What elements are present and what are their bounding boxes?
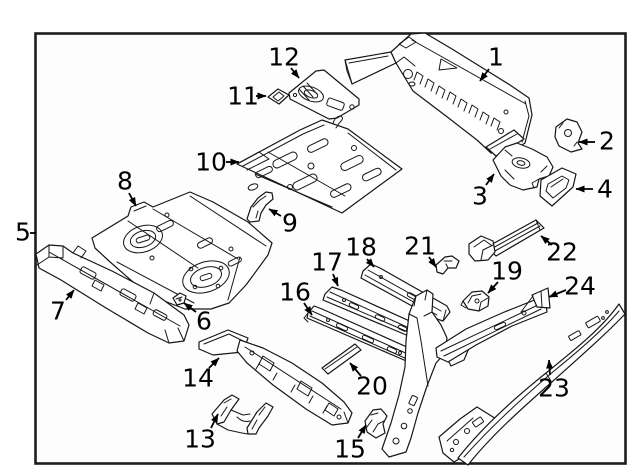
callout-19-leader-line	[487, 281, 499, 294]
callout-1-leader-line	[479, 68, 490, 82]
callout-12[interactable]: 12	[268, 43, 300, 79]
callout-6-number[interactable]: 6	[196, 307, 212, 336]
part-1-rear-beam	[344, 32, 533, 157]
callout-20-number[interactable]: 20	[356, 372, 388, 401]
part-4-plate	[539, 167, 577, 207]
clip-hook	[332, 115, 343, 129]
callout-6[interactable]: 6	[183, 302, 212, 336]
callout-13-leader-line	[210, 413, 219, 429]
callout-10-number[interactable]: 10	[195, 148, 227, 177]
callout-17-leader-line	[331, 273, 339, 287]
callout-1-number[interactable]: 1	[488, 43, 504, 72]
callout-13-number[interactable]: 13	[184, 425, 216, 454]
callout-3[interactable]: 3	[472, 173, 495, 211]
part-15-bracket	[364, 408, 388, 439]
callout-15-leader-line	[357, 424, 367, 439]
part-20-strip	[321, 343, 362, 375]
callout-20-leader-line	[349, 362, 362, 377]
callout-23-leader-line	[546, 359, 554, 376]
callout-18[interactable]: 18	[345, 233, 377, 268]
callout-18-number[interactable]: 18	[345, 233, 377, 262]
callout-16-leader-line	[303, 302, 313, 316]
callout-22-leader-line	[540, 235, 553, 246]
part-22-rail	[468, 219, 545, 262]
part-21-bracket	[435, 255, 460, 275]
callout-12-number[interactable]: 12	[268, 43, 300, 72]
callout-24-leader-line	[548, 289, 567, 298]
callout-4-number[interactable]: 4	[597, 175, 613, 204]
callout-7[interactable]: 7	[50, 289, 75, 326]
callout-4[interactable]: 4	[575, 175, 613, 204]
callout-22-number[interactable]: 22	[546, 238, 578, 267]
callout-17[interactable]: 17	[311, 248, 343, 287]
callout-13[interactable]: 13	[184, 413, 219, 454]
callout-11[interactable]: 11	[227, 82, 267, 111]
callout-10[interactable]: 10	[195, 148, 240, 177]
callout-2-number[interactable]: 2	[599, 127, 615, 156]
callout-16[interactable]: 16	[279, 278, 313, 316]
callout-3-leader-line	[485, 173, 495, 186]
callout-9-number[interactable]: 9	[282, 209, 298, 238]
callout-18-leader-line	[365, 258, 375, 268]
part-23-side-member-outer	[438, 303, 626, 466]
callout-23[interactable]: 23	[538, 359, 570, 403]
callout-15-number[interactable]: 15	[334, 435, 366, 464]
callout-1[interactable]: 1	[479, 43, 504, 82]
callout-24[interactable]: 24	[548, 272, 596, 301]
callout-5[interactable]: 5	[15, 218, 36, 247]
callout-8-leader-line	[128, 192, 137, 207]
callout-14[interactable]: 14	[182, 357, 220, 393]
part-14-cross-member	[198, 329, 353, 426]
parts-linework	[35, 32, 626, 466]
callout-11-number[interactable]: 11	[227, 82, 259, 111]
callout-15[interactable]: 15	[334, 424, 367, 464]
part-24-side-member-inner	[381, 287, 551, 458]
part-11-bracket	[267, 88, 290, 105]
callout-3-number[interactable]: 3	[472, 182, 488, 211]
callout-19-number[interactable]: 19	[491, 257, 523, 286]
callout-7-leader-line	[65, 289, 75, 301]
callout-2[interactable]: 2	[578, 127, 615, 156]
callout-6-leader-line	[183, 302, 197, 313]
callout-22[interactable]: 22	[540, 235, 578, 267]
callout-24-number[interactable]: 24	[564, 272, 596, 301]
callout-21[interactable]: 21	[404, 232, 437, 268]
callout-5-number[interactable]: 5	[15, 218, 31, 247]
callout-16-number[interactable]: 16	[279, 278, 311, 307]
part-13-bracket	[211, 394, 274, 435]
part-6-clip	[172, 292, 187, 306]
callout-7-number[interactable]: 7	[50, 297, 66, 326]
callout-9[interactable]: 9	[268, 208, 298, 238]
callout-17-number[interactable]: 17	[311, 248, 343, 277]
callout-19[interactable]: 19	[487, 257, 523, 294]
callout-9-leader-line	[268, 208, 282, 217]
callout-20[interactable]: 20	[349, 362, 388, 401]
part-9-bracket	[246, 183, 274, 223]
part-10-rear-floor-pan	[236, 119, 403, 214]
callout-8[interactable]: 8	[117, 167, 137, 207]
part-7-side-rail	[35, 244, 190, 344]
callout-23-number[interactable]: 23	[538, 374, 570, 403]
callout-14-number[interactable]: 14	[182, 364, 214, 393]
callout-21-leader-line	[428, 256, 437, 268]
callout-12-leader-line	[290, 67, 300, 79]
part-2-plate	[554, 118, 583, 153]
callout-8-number[interactable]: 8	[117, 167, 133, 196]
part-19-bracket	[460, 290, 490, 312]
callout-14-leader-line	[208, 357, 220, 369]
part-12-panel	[288, 69, 360, 129]
callout-21-number[interactable]: 21	[404, 232, 436, 261]
part-3-bracket	[492, 142, 554, 191]
